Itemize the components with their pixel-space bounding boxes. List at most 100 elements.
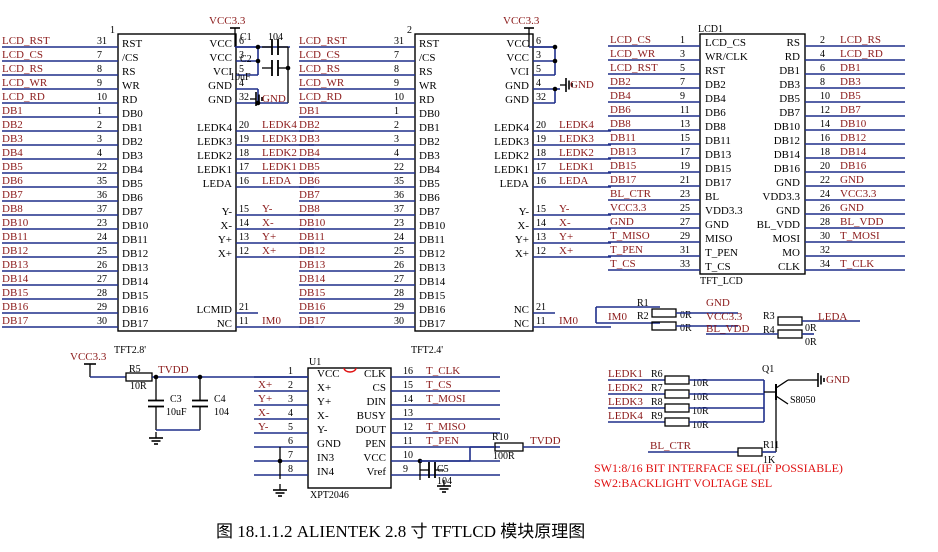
- conn2-left-num: 35: [394, 176, 404, 187]
- conn2-right-num: 20: [536, 120, 546, 131]
- u1-left-num: 4: [288, 408, 293, 419]
- lcd1-right-net: DB3: [840, 76, 861, 88]
- lcd1-name: TFT_LCD: [700, 276, 743, 287]
- lcd1-right-pin: RS: [787, 37, 800, 49]
- r5-ref: R5: [129, 364, 141, 375]
- conn1-right-num: 3: [239, 50, 244, 61]
- lcd1-left-num: 3: [680, 49, 685, 60]
- conn2-left-num: 27: [394, 274, 404, 285]
- conn2-right-net: LEDK1: [559, 161, 594, 173]
- lcd1-left-num: 15: [680, 133, 690, 144]
- conn2-right-num: 11: [536, 316, 546, 327]
- leda-label: LEDA: [818, 311, 847, 323]
- u1-left-num: 3: [288, 394, 293, 405]
- conn1-left-pin: DB1: [122, 122, 143, 134]
- conn1-left-num: 36: [97, 190, 107, 201]
- bl-vdd-label: BL_VDD: [706, 323, 749, 335]
- q1-val: S8050: [790, 395, 816, 406]
- r2-vcc-label: VCC3.3: [706, 311, 743, 323]
- conn1-right-pin: LEDK3: [197, 136, 232, 148]
- lcd1-right-num: 12: [820, 105, 830, 116]
- conn1-right-pin: X+: [218, 248, 232, 260]
- conn1-ref: 1: [110, 25, 115, 36]
- lcd1-left-net: LCD_WR: [610, 48, 656, 60]
- conn2-left-net: DB8: [299, 203, 320, 215]
- conn1-right-num: 21: [239, 302, 249, 313]
- r5-val: 10R: [130, 381, 147, 392]
- conn1-right-num: 19: [239, 134, 249, 145]
- conn1-right-net: LEDA: [262, 175, 291, 187]
- conn1-right-num: 16: [239, 176, 249, 187]
- conn1-left-pin: DB10: [122, 220, 149, 232]
- conn1-left-num: 1: [97, 106, 102, 117]
- lcd1-left-net: DB13: [610, 146, 637, 158]
- lcd1-right-num: 16: [820, 133, 830, 144]
- conn1-left-net: DB7: [2, 189, 23, 201]
- conn2-left-pin: RST: [419, 38, 439, 50]
- lcd1-right-pin: MO: [782, 247, 800, 259]
- conn1-right-pin: GND: [208, 94, 232, 106]
- conn2-left-pin: DB7: [419, 206, 440, 218]
- conn2-right-net: LEDA: [559, 175, 588, 187]
- lcd1-right-net: GND: [840, 202, 864, 214]
- conn2-left-pin: DB13: [419, 262, 446, 274]
- conn1-left-net: DB6: [2, 175, 23, 187]
- lcd1-left-net: T_MISO: [610, 230, 650, 242]
- conn1-right-net: X-: [262, 217, 274, 229]
- conn1-right-net: LEDK4: [262, 119, 297, 131]
- tvdd-vcc-label: VCC3.3: [70, 351, 107, 363]
- lcd1-body: [699, 33, 806, 275]
- conn1-right-num: 12: [239, 246, 249, 257]
- lcd1-left-pin: T_CS: [705, 261, 731, 273]
- u1-right-pin: VCC: [363, 452, 386, 464]
- conn2-left-num: 25: [394, 246, 404, 257]
- conn2-left-pin: DB10: [419, 220, 446, 232]
- conn1-left-pin: DB4: [122, 164, 143, 176]
- c2-val: 10uF: [230, 72, 251, 83]
- conn1-right-net: Y+: [262, 231, 276, 243]
- r11-val: 1K: [763, 455, 776, 466]
- lcd1-right-num: 34: [820, 259, 830, 270]
- u1-left-pin: VCC: [317, 368, 340, 380]
- conn1-left-net: DB3: [2, 133, 23, 145]
- conn2-left-num: 10: [394, 92, 404, 103]
- lcd1-right-pin: RD: [785, 51, 800, 63]
- conn1-right-num: 18: [239, 148, 249, 159]
- conn2-right-num: 5: [536, 64, 541, 75]
- conn2-left-num: 29: [394, 302, 404, 313]
- lcd1-right-num: 6: [820, 63, 825, 74]
- conn2-left-pin: DB0: [419, 108, 440, 120]
- conn2-name: TFT2.4': [411, 345, 443, 356]
- lcd1-left-pin: DB2: [705, 79, 726, 91]
- lcd1-left-pin: VDD3.3: [705, 205, 743, 217]
- conn1-left-num: 9: [97, 78, 102, 89]
- conn2-left-pin: /CS: [419, 52, 436, 64]
- conn2-left-pin: DB1: [419, 122, 440, 134]
- conn1-left-pin: DB5: [122, 178, 143, 190]
- conn1-left-net: DB10: [2, 217, 29, 229]
- conn2-right-num: 4: [536, 78, 541, 89]
- conn2-right-pin: Y+: [515, 234, 529, 246]
- conn2-left-num: 22: [394, 162, 404, 173]
- lcd1-left-pin: BL: [705, 191, 719, 203]
- conn2-right-net: IM0: [559, 315, 578, 327]
- conn2-left-num: 4: [394, 148, 399, 159]
- r-led-ref: R8: [651, 397, 663, 408]
- conn2-left-net: LCD_RST: [299, 35, 347, 47]
- lcd1-left-num: 13: [680, 119, 690, 130]
- conn2-left-pin: DB4: [419, 164, 440, 176]
- conn2-right-num: 13: [536, 232, 546, 243]
- u1-right-net: T_MISO: [426, 421, 466, 433]
- conn2-left-net: DB3: [299, 133, 320, 145]
- conn1-left-num: 2: [97, 120, 102, 131]
- lcd1-left-pin: DB13: [705, 149, 732, 161]
- c1-ref: C1: [240, 32, 252, 43]
- r10-ref: R10: [492, 432, 509, 443]
- conn1-right-pin: LEDK1: [197, 164, 232, 176]
- conn1-left-net: DB12: [2, 245, 28, 257]
- lcd1-left-net: LCD_CS: [610, 34, 651, 46]
- lcd1-right-net: LCD_RD: [840, 48, 883, 60]
- r11-ref: R11: [763, 440, 779, 451]
- conn2-right-net: LEDK3: [559, 133, 594, 145]
- conn1-left-num: 35: [97, 176, 107, 187]
